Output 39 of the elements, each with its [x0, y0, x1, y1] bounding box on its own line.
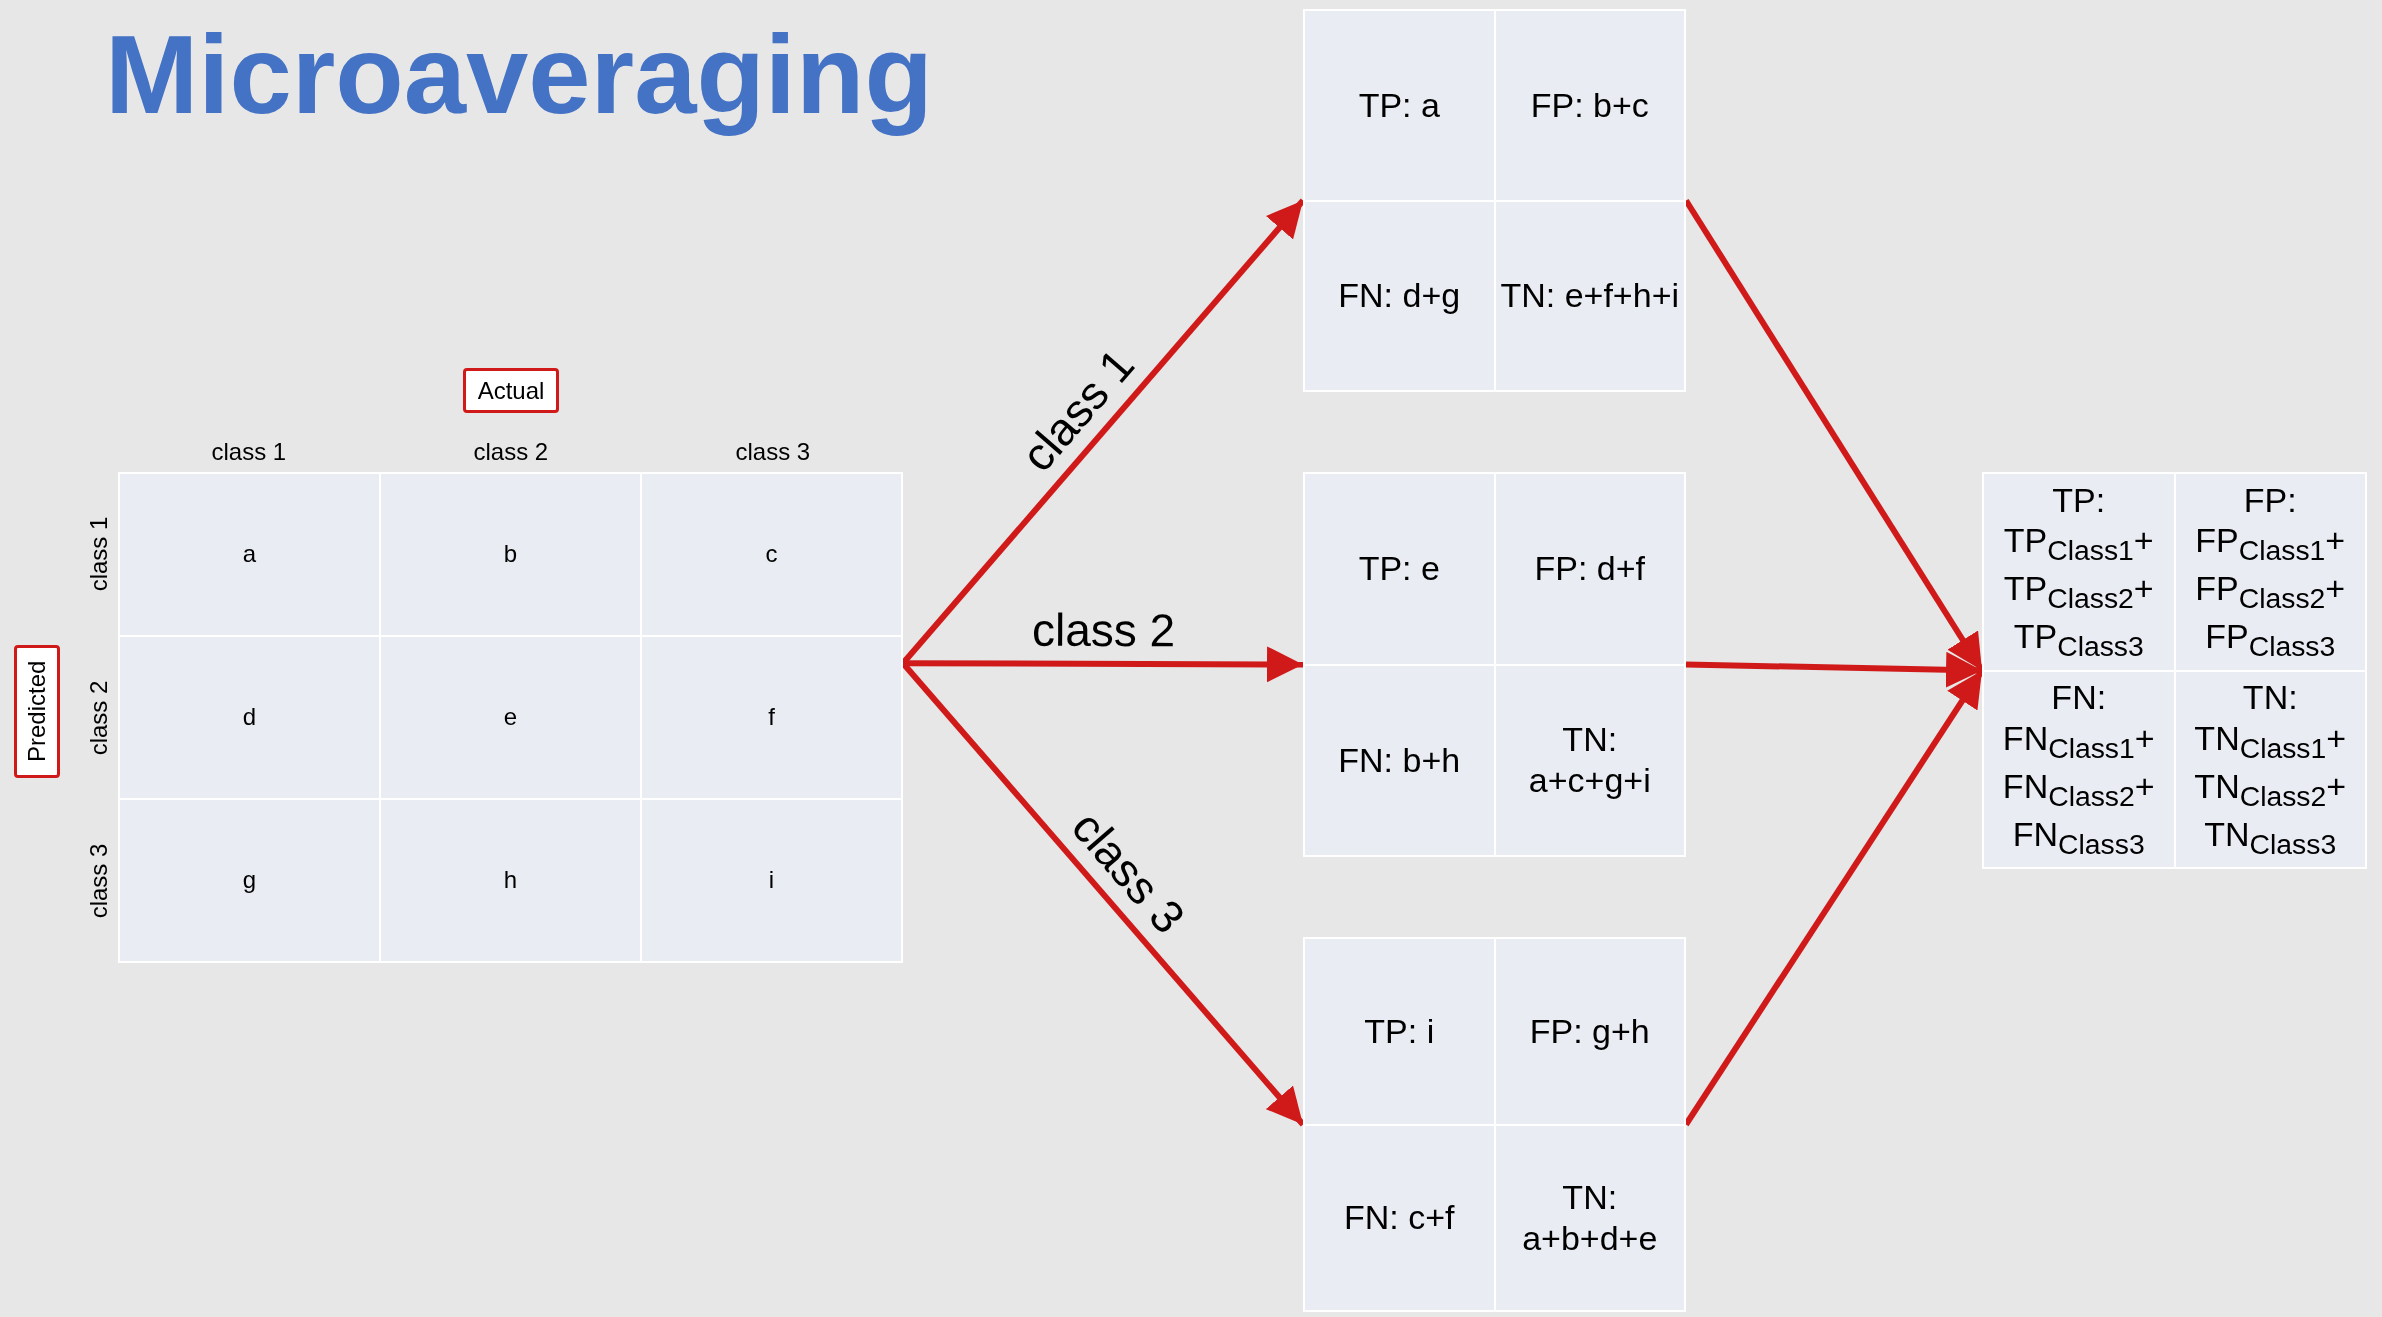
table-cell: TN: a+b+d+e: [1495, 1125, 1684, 1310]
table-cell: TP: TP$_{Class1}$+ TP$_{Class2}$+ TP$_{Class3}$: [1984, 474, 2174, 670]
matrix-cell: f: [642, 637, 901, 798]
table-cell: FN: c+f: [1305, 1125, 1494, 1310]
header-label: class 1: [84, 516, 113, 592]
matrix-cell: b: [381, 474, 640, 635]
table-cell: FP: b+c: [1495, 11, 1684, 200]
axis-title-box: Actual: [463, 368, 559, 413]
header-label: class 3: [735, 438, 811, 466]
table-cell: TP: a: [1305, 11, 1494, 200]
table-cell: FP: d+f: [1495, 474, 1684, 664]
matrix-cell: i: [642, 800, 901, 961]
matrix-cell: c: [642, 474, 901, 635]
table-cell: FP: FP$_{Class1}$+ FP$_{Class2}$+ FP$_{Class3}$: [2175, 474, 2365, 670]
table-cell: FN: b+h: [1305, 665, 1494, 855]
header-label: class 2: [84, 680, 113, 756]
matrix-cell: h: [381, 800, 640, 961]
title: Microaveraging: [105, 11, 933, 139]
header-label: class 3: [84, 843, 113, 919]
matrix-cell: d: [120, 637, 379, 798]
matrix-cell: e: [381, 637, 640, 798]
table-cell: FN: d+g: [1305, 201, 1494, 390]
grid-table: [1303, 937, 1686, 1312]
confusion-matrix: [118, 472, 903, 963]
header-label: class 1: [211, 438, 287, 466]
table-cell: TN: TN$_{Class1}$+ TN$_{Class2}$+ TN$_{Class3}$: [2175, 671, 2365, 867]
header-label: class 2: [473, 438, 549, 466]
axis-title-box: Predicted: [14, 645, 60, 778]
table-cell: TN: e+f+h+i: [1495, 201, 1684, 390]
grid-table: [1303, 9, 1686, 392]
table-cell: TP: i: [1305, 939, 1494, 1124]
table-cell: TN: a+c+g+i: [1495, 665, 1684, 855]
table-cell: TP: e: [1305, 474, 1494, 664]
grid-table: [1303, 472, 1686, 857]
matrix-cell: a: [120, 474, 379, 635]
table-cell: FN: FN$_{Class1}$+ FN$_{Class2}$+ FN$_{Class3}$: [1984, 671, 2174, 867]
grid-table: [1982, 472, 2367, 869]
matrix-cell: g: [120, 800, 379, 961]
table-cell: FP: g+h: [1495, 939, 1684, 1124]
